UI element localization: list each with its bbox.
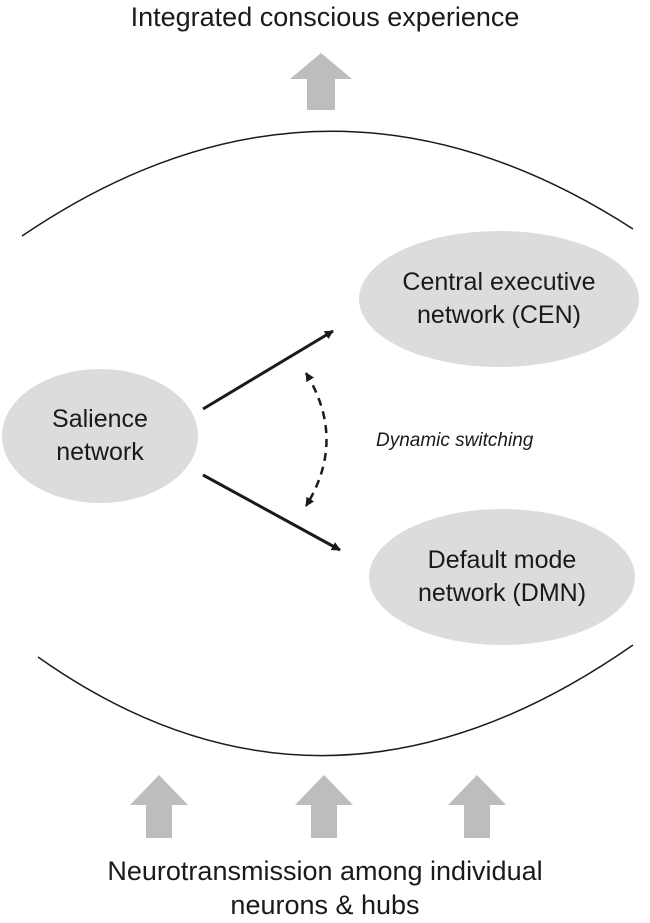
dynamic-switching-arrow — [304, 372, 328, 507]
top-caption: Integrated conscious experience — [130, 2, 520, 32]
salience-network-label: Salience network — [0, 368, 200, 504]
top-up-arrow-icon — [290, 53, 352, 110]
salience-label-line2: network — [56, 438, 144, 466]
cen-node — [359, 231, 639, 367]
bottom-up-arrow-right-icon — [448, 775, 506, 838]
dmn-label-line2: network (DMN) — [417, 579, 587, 607]
top-boundary-arc — [21, 130, 634, 237]
dynamic-switching-label: Dynamic switching — [376, 430, 534, 451]
dmn-node — [369, 509, 635, 645]
bottom-boundary-arc — [37, 644, 634, 757]
salience-to-dmn-arrow — [202, 473, 341, 552]
bottom-caption-line2: neurons & hubs — [230, 890, 420, 920]
bottom-up-arrow-left-icon — [130, 775, 188, 838]
dmn-label-line1: Default mode — [427, 546, 577, 574]
bottom-up-arrow-center-icon — [295, 775, 353, 838]
bottom-caption: Neurotransmission among individual neuro… — [0, 854, 650, 922]
salience-label-line1: Salience — [52, 405, 148, 433]
dmn-label: Default mode network (DMN) — [368, 508, 636, 646]
cen-label: Central executive network (CEN) — [358, 230, 640, 368]
bottom-caption-line1: Neurotransmission among individual — [107, 856, 543, 886]
cen-label-line1: Central executive — [402, 268, 596, 296]
salience-network-node — [2, 369, 198, 503]
salience-to-cen-arrow — [202, 329, 334, 411]
cen-label-line2: network (CEN) — [417, 301, 581, 329]
